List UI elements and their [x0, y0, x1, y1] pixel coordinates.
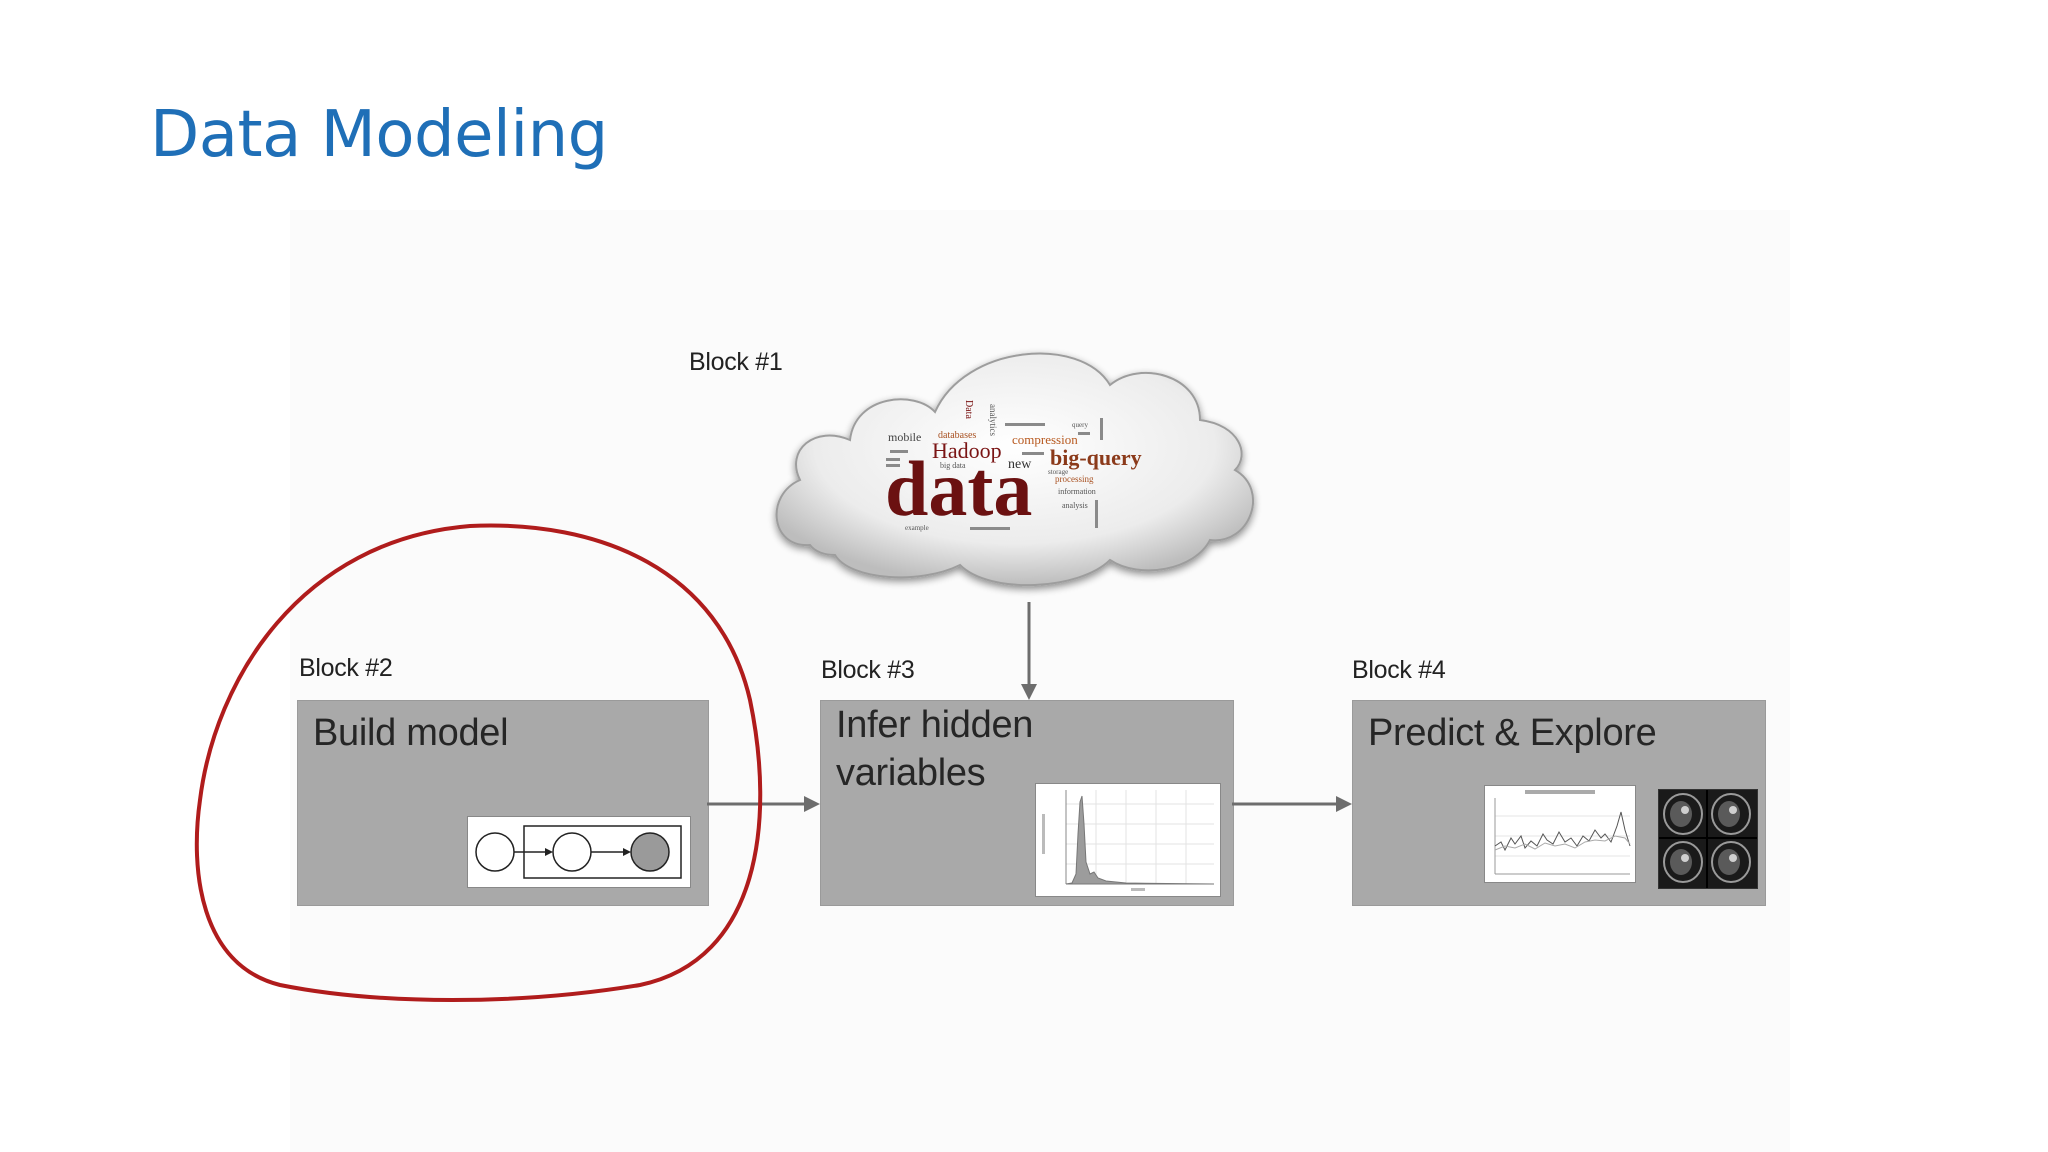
arrowhead-2 [623, 848, 631, 856]
block-1-label: Block #1 [689, 348, 783, 376]
cloud-word-compression: compression [1012, 432, 1078, 447]
time-series-plot [1494, 790, 1631, 875]
block-3-label: Block #3 [821, 656, 915, 684]
cloud-word-data-vertical: Data [963, 400, 974, 419]
cloud-word-mobile: mobile [888, 430, 921, 444]
block-4-predict-explore: Predict & Explore [1352, 700, 1766, 906]
cloud-word-hadoop: Hadoop [932, 438, 1002, 463]
cloud-word-databases: databases [938, 430, 976, 441]
block-2-build-model: Build model [297, 700, 709, 906]
block-2-title: Build model [313, 712, 509, 754]
cloud-word-storage: storage [1048, 468, 1068, 476]
cloud-filler-words [886, 418, 1103, 530]
cloud-word-example: example [905, 524, 929, 532]
arrowhead-1 [545, 848, 553, 856]
plot-grid [1066, 790, 1214, 884]
posterior-plot-thumbnail [1035, 783, 1221, 897]
cloud-word-analytics: analytics [988, 404, 998, 436]
brain-scan-grid [1659, 790, 1757, 888]
cloud-word-analysis: analysis [1062, 501, 1088, 510]
block-2-label: Block #2 [299, 654, 393, 682]
node-3-observed [630, 832, 670, 872]
brain-scan-thumbnail [1658, 789, 1758, 889]
graphical-model-diagram [475, 825, 682, 879]
cloud-word-data: data [885, 445, 1032, 532]
cloud-word-big-query: big-query [1050, 445, 1142, 470]
node-1 [475, 832, 515, 872]
cloud-word-processing: processing [1055, 474, 1094, 484]
slide-title: Data Modeling [150, 98, 608, 172]
cloud-shape [775, 352, 1254, 587]
posterior-plot [1042, 790, 1215, 891]
cloud-word-query: query [1072, 421, 1088, 429]
block-4-title: Predict & Explore [1368, 712, 1657, 754]
block-4-label: Block #4 [1352, 656, 1446, 684]
cloud-word-information: information [1058, 487, 1096, 496]
block-3-infer-hidden-variables: Infer hidden variables [820, 700, 1234, 906]
cloud-word-new: new [1008, 457, 1032, 472]
time-series-line [1494, 811, 1631, 852]
block-3-title: Infer hidden variables [836, 704, 1034, 794]
density-curve [1065, 795, 1215, 885]
time-series-band [1494, 835, 1631, 851]
node-2 [552, 832, 592, 872]
word-cloud: data Hadoop big-query compression databa… [885, 400, 1142, 532]
cloud-word-big-data: big data [940, 461, 966, 470]
graphical-model-thumbnail [467, 816, 691, 888]
time-series-thumbnail [1484, 785, 1636, 883]
